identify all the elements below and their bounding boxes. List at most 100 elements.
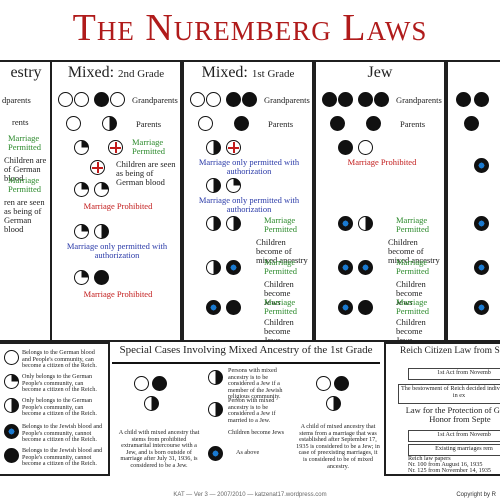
grandparent-circle [226, 92, 241, 107]
child-circle [206, 140, 221, 155]
children-seen-label: ren are seen as being of German blood [4, 197, 45, 234]
legend-circle [4, 448, 19, 463]
grandparent-circle [94, 92, 109, 107]
grandparent-circle [58, 92, 73, 107]
child-circle [74, 182, 89, 197]
panel-header: Jew [367, 64, 393, 81]
page-title: The Nuremberg Laws [72, 7, 428, 49]
case-circle [334, 376, 349, 391]
grandparent-circle [456, 92, 471, 107]
partner-circle [226, 178, 241, 193]
panel-ancestry: estry dparents rents Marriage Permitted … [0, 60, 54, 342]
legend-circle [4, 374, 19, 389]
child-circle [206, 178, 221, 193]
legend-item: Belongs to the Jewish blood and People's… [22, 447, 103, 468]
marriage-permitted-label-2: Marriage Permitted [396, 257, 430, 276]
header-sub: 2nd Grade [118, 68, 165, 80]
ref-1: Nr. 100 from August 16, 1935 [408, 461, 483, 468]
parents-label: Parents [136, 119, 162, 129]
legend-item: Belongs to the German blood and People's… [22, 349, 97, 370]
parent-circle [330, 116, 345, 131]
authorization-label: Marriage only permitted with authorizati… [198, 157, 300, 176]
case-circle [208, 370, 223, 385]
children-jews-label: Children become Jews [396, 279, 426, 307]
legend-circle [4, 398, 19, 413]
grandparents-label: Grandparents [396, 95, 442, 105]
case-circle [144, 396, 159, 411]
partner-circle [358, 216, 373, 231]
partner-circle [358, 260, 373, 275]
marriage-prohibited-label: Marriage Prohibited [83, 289, 153, 299]
marriage-permitted-label-2: Marriage Permitted [8, 175, 42, 194]
footer: KAT — Ver 3 — 2007/2010 — katzenat17.wor… [173, 492, 327, 498]
existing-box: Existing marriages rem [408, 444, 500, 456]
existing-label: Existing marriages rem [435, 445, 493, 452]
child-circle [338, 216, 353, 231]
children-jews-note: Children become Jews [228, 429, 285, 436]
authorization-label: Marriage only permitted with authorizati… [66, 241, 168, 260]
grandparent-circle [206, 92, 221, 107]
marriage-permitted-label-3: Marriage Permitted [264, 297, 298, 316]
refs-title: Reich law papers [408, 455, 451, 462]
partner-circle [94, 182, 109, 197]
grandparent-circle [74, 92, 89, 107]
grandparent-circle [322, 92, 337, 107]
act-box-2: 1st Act from Novemb [408, 430, 500, 442]
partner-circle [226, 260, 241, 275]
child-circle [338, 260, 353, 275]
divider [112, 362, 380, 364]
child-circle [474, 260, 489, 275]
as-above-text: As above [236, 449, 260, 456]
children-seen-label: Children are seen as being of German blo… [116, 159, 176, 187]
children-jews-label-2: Children become Jews [396, 317, 426, 342]
child-circle [474, 216, 489, 231]
case-right-text: A child of mixed ancestry that stems fro… [296, 423, 380, 470]
parent-circle [198, 116, 213, 131]
copyright: Copyright by R [456, 492, 496, 498]
special-cases-panel: Special Cases Involving Mixed Ancestry o… [112, 342, 380, 472]
marriage-permitted-label-3: Marriage Permitted [396, 297, 430, 316]
act-label: 1st Act from Novemb [437, 369, 491, 376]
special-header: Special Cases Involving Mixed Ancestry o… [119, 344, 373, 356]
parent-circle [234, 116, 249, 131]
grandparent-circle [374, 92, 389, 107]
children-mixed-label: Children become of mixed ancestry [256, 237, 308, 265]
partner-circle [358, 140, 373, 155]
grandparents-label: Grandparents [264, 95, 310, 105]
note-jewish-community: Persons with mixed ancestry is to be con… [228, 367, 283, 401]
child-circle [74, 140, 89, 155]
panel-mixed-1st: Mixed: 1st Grade Grandparents Parents Ma… [182, 60, 314, 342]
child-circle [74, 224, 89, 239]
panel-jew: Jew Grandparents Parents Marriage Prohib… [314, 60, 446, 342]
grandparent-circle [110, 92, 125, 107]
partner-circle [108, 140, 123, 155]
marriage-permitted-label: Marriage Permitted [132, 137, 166, 156]
grandparents-label: dparents [2, 95, 31, 105]
child-circle [474, 158, 489, 173]
marriage-permitted-label: Marriage Permitted [396, 215, 430, 234]
panel-header: Mixed: 1st Grade [184, 64, 312, 82]
partner-circle [226, 216, 241, 231]
case-circle [208, 446, 223, 461]
grandparent-circle [190, 92, 205, 107]
legend-item: Only belongs to the German People's comm… [22, 373, 97, 394]
marriage-permitted-label: Marriage Permitted [264, 215, 298, 234]
legend-item: Only belongs to the German People's comm… [22, 397, 97, 418]
case-circle [326, 396, 341, 411]
partner-circle [226, 300, 241, 315]
partner-circle [94, 224, 109, 239]
parent-circle [102, 116, 117, 131]
act-label-2: 1st Act from Novemb [437, 431, 491, 438]
children-jews-label: Children become Jews [264, 279, 294, 307]
child-circle [90, 160, 105, 175]
marriage-prohibited-label: Marriage Prohibited [83, 201, 153, 211]
partner-circle [94, 270, 109, 285]
children-label: Children are of German blood [4, 155, 47, 183]
child-circle [74, 270, 89, 285]
children-jews-label-2: Children become Jews [264, 317, 294, 342]
note-married: Person with mixed ancestry is to be cons… [228, 397, 276, 424]
case-circle [208, 402, 223, 417]
grandparent-circle [242, 92, 257, 107]
law-title: Law for the Protection of G and Honor fr… [405, 405, 500, 424]
act-box: 1st Act from Novemb [408, 368, 500, 380]
